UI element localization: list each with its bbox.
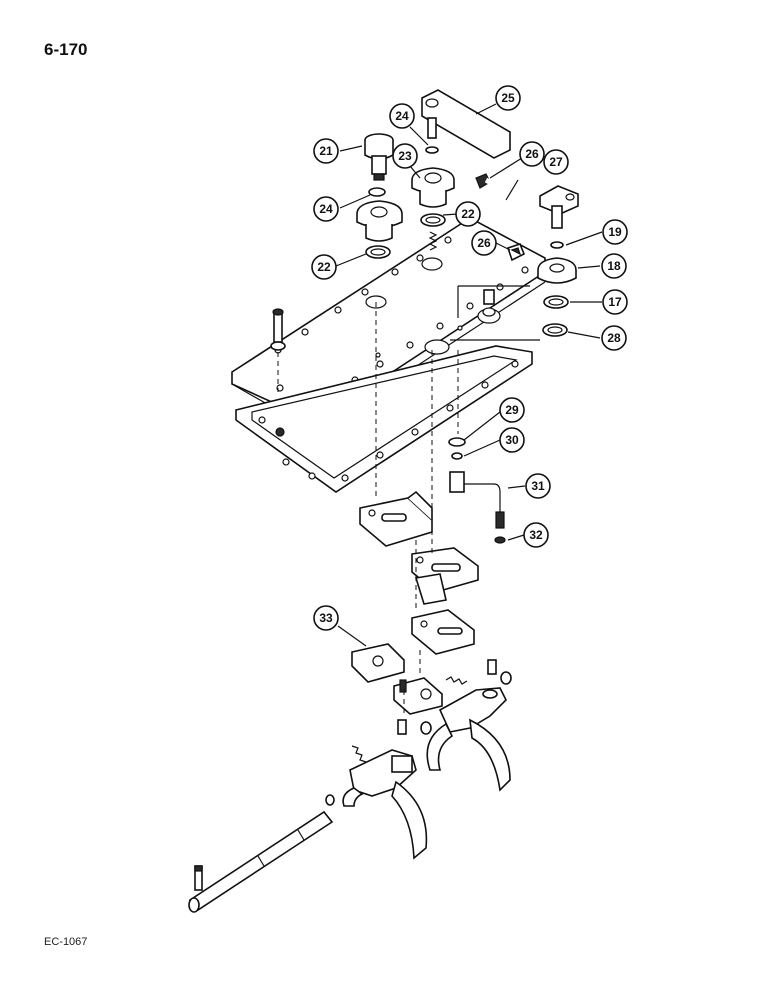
callout-28-label: 28 bbox=[607, 331, 621, 345]
spring-small-top bbox=[428, 231, 438, 251]
callout-19-label: 19 bbox=[608, 225, 622, 239]
part-24-washer-top bbox=[425, 146, 439, 154]
callout-31-label: 31 bbox=[531, 479, 545, 493]
callout-22-left: 22 bbox=[311, 254, 337, 280]
callout-19: 19 bbox=[602, 219, 628, 245]
part-25-lever bbox=[421, 89, 511, 159]
shift-gate-upper bbox=[359, 490, 433, 547]
lower-block bbox=[393, 677, 443, 715]
figure-code: EC-1067 bbox=[44, 936, 88, 948]
callout-18-label: 18 bbox=[607, 259, 621, 273]
part-21-pin bbox=[364, 133, 394, 181]
page-number: 6-170 bbox=[44, 40, 88, 59]
shift-gate-lower bbox=[411, 609, 475, 655]
callout-17-label: 17 bbox=[608, 295, 622, 309]
shift-fork-left bbox=[342, 749, 428, 860]
part-26-clip-bottom bbox=[506, 243, 526, 262]
callout-29-label: 29 bbox=[505, 403, 519, 417]
part-19-washer bbox=[550, 241, 564, 249]
callout-26-bottom: 26 bbox=[471, 230, 497, 256]
detent-pin-right bbox=[487, 659, 497, 675]
callout-23: 23 bbox=[392, 143, 418, 169]
callout-23-label: 23 bbox=[398, 149, 412, 163]
detent-ball-left bbox=[325, 794, 335, 806]
callout-25: 25 bbox=[495, 85, 521, 111]
callout-24-top-label: 24 bbox=[395, 109, 409, 123]
detent-pin-left bbox=[397, 719, 407, 735]
callout-31: 31 bbox=[525, 473, 551, 499]
callout-24-left: 24 bbox=[313, 196, 339, 222]
callout-28: 28 bbox=[601, 325, 627, 351]
shift-fork-right bbox=[426, 687, 511, 792]
part-30-o-ring bbox=[451, 452, 463, 460]
callout-26-top: 26 bbox=[519, 141, 545, 167]
callout-30-label: 30 bbox=[505, 433, 519, 447]
callout-33-label: 33 bbox=[319, 611, 333, 625]
detent-spring-1 bbox=[445, 676, 468, 685]
callout-leaders bbox=[335, 103, 603, 647]
part-18-housing bbox=[537, 257, 577, 284]
part-33-plate bbox=[351, 643, 405, 683]
part-23-housing-center bbox=[411, 167, 455, 208]
part-32-nut bbox=[494, 536, 506, 544]
callout-24-top: 24 bbox=[389, 103, 415, 129]
callout-24-left-label: 24 bbox=[319, 202, 333, 216]
detent-ball-mid bbox=[420, 721, 432, 735]
callout-22-right: 22 bbox=[455, 201, 481, 227]
gasket bbox=[235, 345, 533, 493]
part-23-housing-left bbox=[356, 200, 403, 242]
callout-32-label: 32 bbox=[529, 528, 543, 542]
callout-22-right-label: 22 bbox=[461, 207, 475, 221]
callout-22-left-label: 22 bbox=[317, 260, 331, 274]
shift-gate-middle bbox=[411, 547, 479, 605]
callout-21-label: 21 bbox=[319, 144, 333, 158]
callout-26-top-label: 26 bbox=[525, 147, 539, 161]
callout-18: 18 bbox=[601, 253, 627, 279]
callout-33: 33 bbox=[313, 605, 339, 631]
callout-27-label: 27 bbox=[549, 155, 563, 169]
callout-21: 21 bbox=[313, 138, 339, 164]
dowel-pin bbox=[270, 308, 286, 392]
alignment-lines bbox=[375, 302, 459, 716]
callout-25-label: 25 bbox=[501, 91, 515, 105]
callout-26-bottom-label: 26 bbox=[477, 236, 491, 250]
callout-27-bubble: 27 bbox=[543, 149, 569, 175]
detent-ball-right bbox=[500, 671, 512, 685]
shift-rail bbox=[188, 810, 334, 913]
callout-17: 17 bbox=[602, 289, 628, 315]
callout-32: 32 bbox=[523, 522, 549, 548]
callout-30: 30 bbox=[499, 427, 525, 453]
part-24-washer-left bbox=[368, 187, 386, 197]
callout-29: 29 bbox=[499, 397, 525, 423]
detent-spring-2 bbox=[351, 745, 367, 763]
right-bracket bbox=[539, 185, 579, 229]
part-31-oil-pipe bbox=[449, 471, 505, 529]
part-27-hose bbox=[484, 177, 523, 235]
part-29-washer bbox=[448, 437, 466, 447]
